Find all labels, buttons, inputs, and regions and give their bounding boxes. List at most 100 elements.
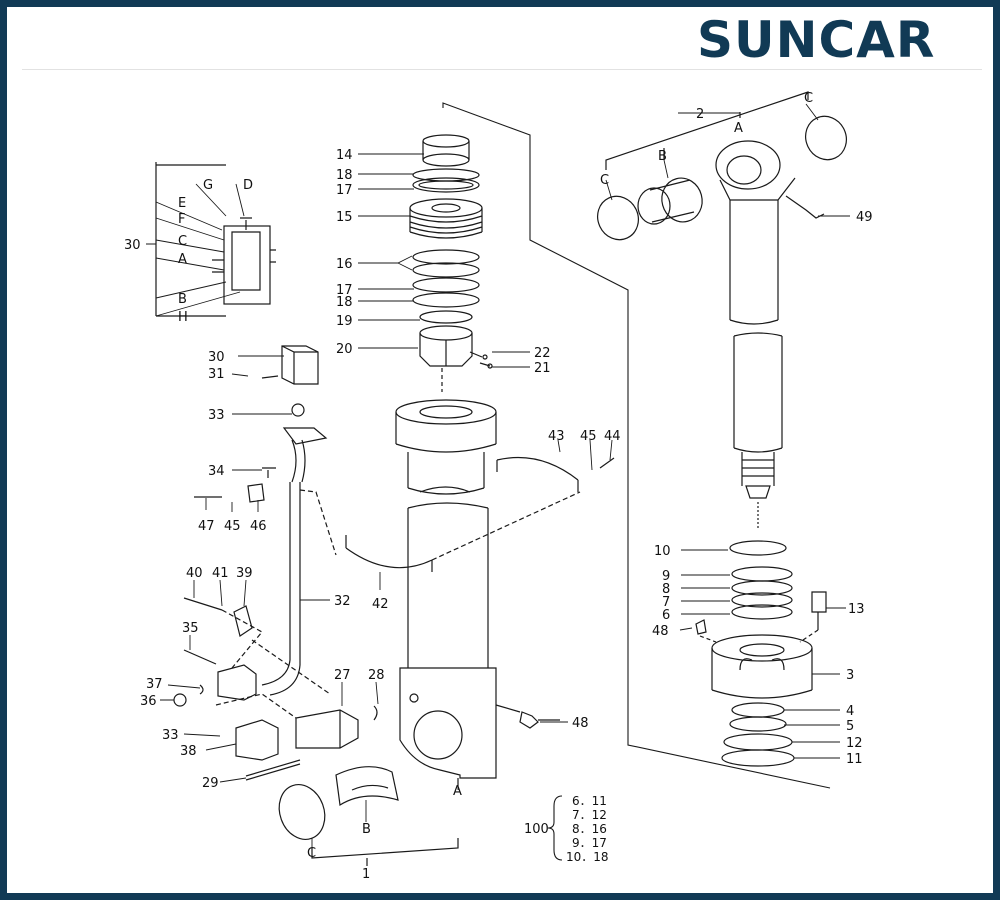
ring-19 bbox=[419, 310, 473, 324]
label-A-top: A bbox=[734, 121, 743, 136]
label-4: 4 bbox=[846, 704, 854, 719]
seal-ring-C-bottom bbox=[278, 784, 326, 840]
clamp-42 bbox=[345, 535, 433, 572]
ring-17-upper bbox=[412, 177, 480, 193]
bolt-35 bbox=[183, 649, 217, 665]
label-D: D bbox=[243, 178, 253, 193]
top-bracket-2 bbox=[605, 91, 809, 170]
ring-12 bbox=[723, 733, 793, 751]
hose-33-block-pipe bbox=[291, 439, 306, 483]
label-18-lower: 18 bbox=[336, 295, 353, 310]
label-39: 39 bbox=[236, 566, 253, 581]
brand-logo: SUNCAR bbox=[697, 10, 935, 70]
label-21: 21 bbox=[534, 361, 551, 376]
inset-valve-detail bbox=[155, 162, 276, 317]
valve-block-30 bbox=[261, 345, 328, 478]
clamp-43 bbox=[496, 456, 579, 492]
label-G: G bbox=[203, 178, 213, 193]
ring-5 bbox=[729, 716, 787, 732]
label-19: 19 bbox=[336, 314, 353, 329]
ring-18-upper bbox=[412, 168, 480, 182]
wear-rings-16 bbox=[412, 249, 480, 278]
hose-32 bbox=[261, 482, 301, 696]
label-17-lower: 17 bbox=[336, 283, 353, 298]
label-33-upper: 33 bbox=[208, 408, 225, 423]
kit-row-5: 10．18 bbox=[566, 850, 609, 864]
label-5: 5 bbox=[846, 719, 854, 734]
bottom-bracket bbox=[311, 778, 459, 859]
bolt-40 bbox=[183, 597, 223, 611]
label-18-upper: 18 bbox=[336, 168, 353, 183]
ring-17-lower bbox=[412, 277, 480, 293]
label-35: 35 bbox=[182, 621, 199, 636]
label-22: 22 bbox=[534, 346, 551, 361]
label-1: 1 bbox=[362, 867, 370, 882]
ring-18-lower bbox=[412, 292, 480, 308]
label-34: 34 bbox=[208, 464, 225, 479]
seal-ring-C-top-left bbox=[597, 195, 639, 241]
label-15: 15 bbox=[336, 210, 353, 225]
bolt-13 bbox=[811, 591, 827, 630]
label-17-upper: 17 bbox=[336, 183, 353, 198]
logo-text: SUNCAR bbox=[697, 11, 936, 69]
assembly-boundary-line bbox=[442, 102, 831, 789]
label-28: 28 bbox=[368, 668, 385, 683]
bracket-39 bbox=[233, 605, 253, 637]
label-A-bottom: A bbox=[453, 784, 462, 799]
label-C-inset: C bbox=[178, 234, 187, 249]
block-38 bbox=[235, 719, 279, 761]
part-labels: 14 18 17 15 16 17 18 19 20 22 21 2 A C B… bbox=[124, 91, 873, 882]
label-14: 14 bbox=[336, 148, 353, 163]
label-C-bottom: C bbox=[307, 846, 316, 861]
label-E: E bbox=[178, 196, 186, 211]
ring-8 bbox=[731, 580, 793, 596]
piston-rod-lower bbox=[733, 332, 783, 499]
dash-links-lower bbox=[215, 609, 331, 719]
label-47: 47 bbox=[198, 519, 215, 534]
label-11: 11 bbox=[846, 752, 863, 767]
kit-label: 100 bbox=[524, 822, 549, 837]
label-30-inset: 30 bbox=[124, 238, 141, 253]
block-36-37 bbox=[173, 664, 257, 707]
label-43: 43 bbox=[548, 429, 565, 444]
label-44: 44 bbox=[604, 429, 621, 444]
label-27: 27 bbox=[334, 668, 351, 683]
bracket-46 bbox=[247, 483, 265, 503]
bolt-45-44-right bbox=[599, 457, 615, 469]
label-7: 7 bbox=[662, 595, 670, 610]
label-48-right: 48 bbox=[652, 624, 669, 639]
label-29: 29 bbox=[202, 776, 219, 791]
grease-nipple-48-left bbox=[519, 711, 560, 729]
label-16: 16 bbox=[336, 257, 353, 272]
bushing-B-bottom bbox=[335, 766, 399, 807]
piston-15 bbox=[409, 198, 483, 239]
label-30: 30 bbox=[208, 350, 225, 365]
seal-ring-C-top-right bbox=[805, 115, 847, 161]
label-A-inset: A bbox=[178, 252, 187, 267]
ring-6 bbox=[731, 604, 793, 620]
label-8: 8 bbox=[662, 582, 670, 597]
label-C-top-left: C bbox=[600, 173, 609, 188]
seal-kit-legend: 100 6．11 7．12 8．16 9．17 10．18 bbox=[524, 794, 609, 864]
bushing-B-top bbox=[637, 177, 703, 225]
cylinder-head-flange bbox=[395, 399, 497, 495]
valve-block-27 bbox=[295, 709, 359, 749]
label-13: 13 bbox=[848, 602, 865, 617]
kit-row-4: 9．17 bbox=[572, 836, 607, 850]
clamp-link-line bbox=[299, 489, 581, 561]
kit-row-3: 8．16 bbox=[572, 822, 607, 836]
ring-10 bbox=[729, 540, 787, 556]
kit-brace bbox=[547, 795, 563, 861]
label-36: 36 bbox=[140, 694, 157, 709]
label-H: H bbox=[178, 310, 188, 325]
piston-nut-14 bbox=[422, 134, 470, 167]
label-48-left: 48 bbox=[572, 716, 589, 731]
label-46: 46 bbox=[250, 519, 267, 534]
ring-9 bbox=[731, 566, 793, 582]
label-9: 9 bbox=[662, 569, 670, 584]
label-38: 38 bbox=[180, 744, 197, 759]
cylinder-tube bbox=[399, 502, 521, 779]
label-40: 40 bbox=[186, 566, 203, 581]
label-31: 31 bbox=[208, 367, 225, 382]
